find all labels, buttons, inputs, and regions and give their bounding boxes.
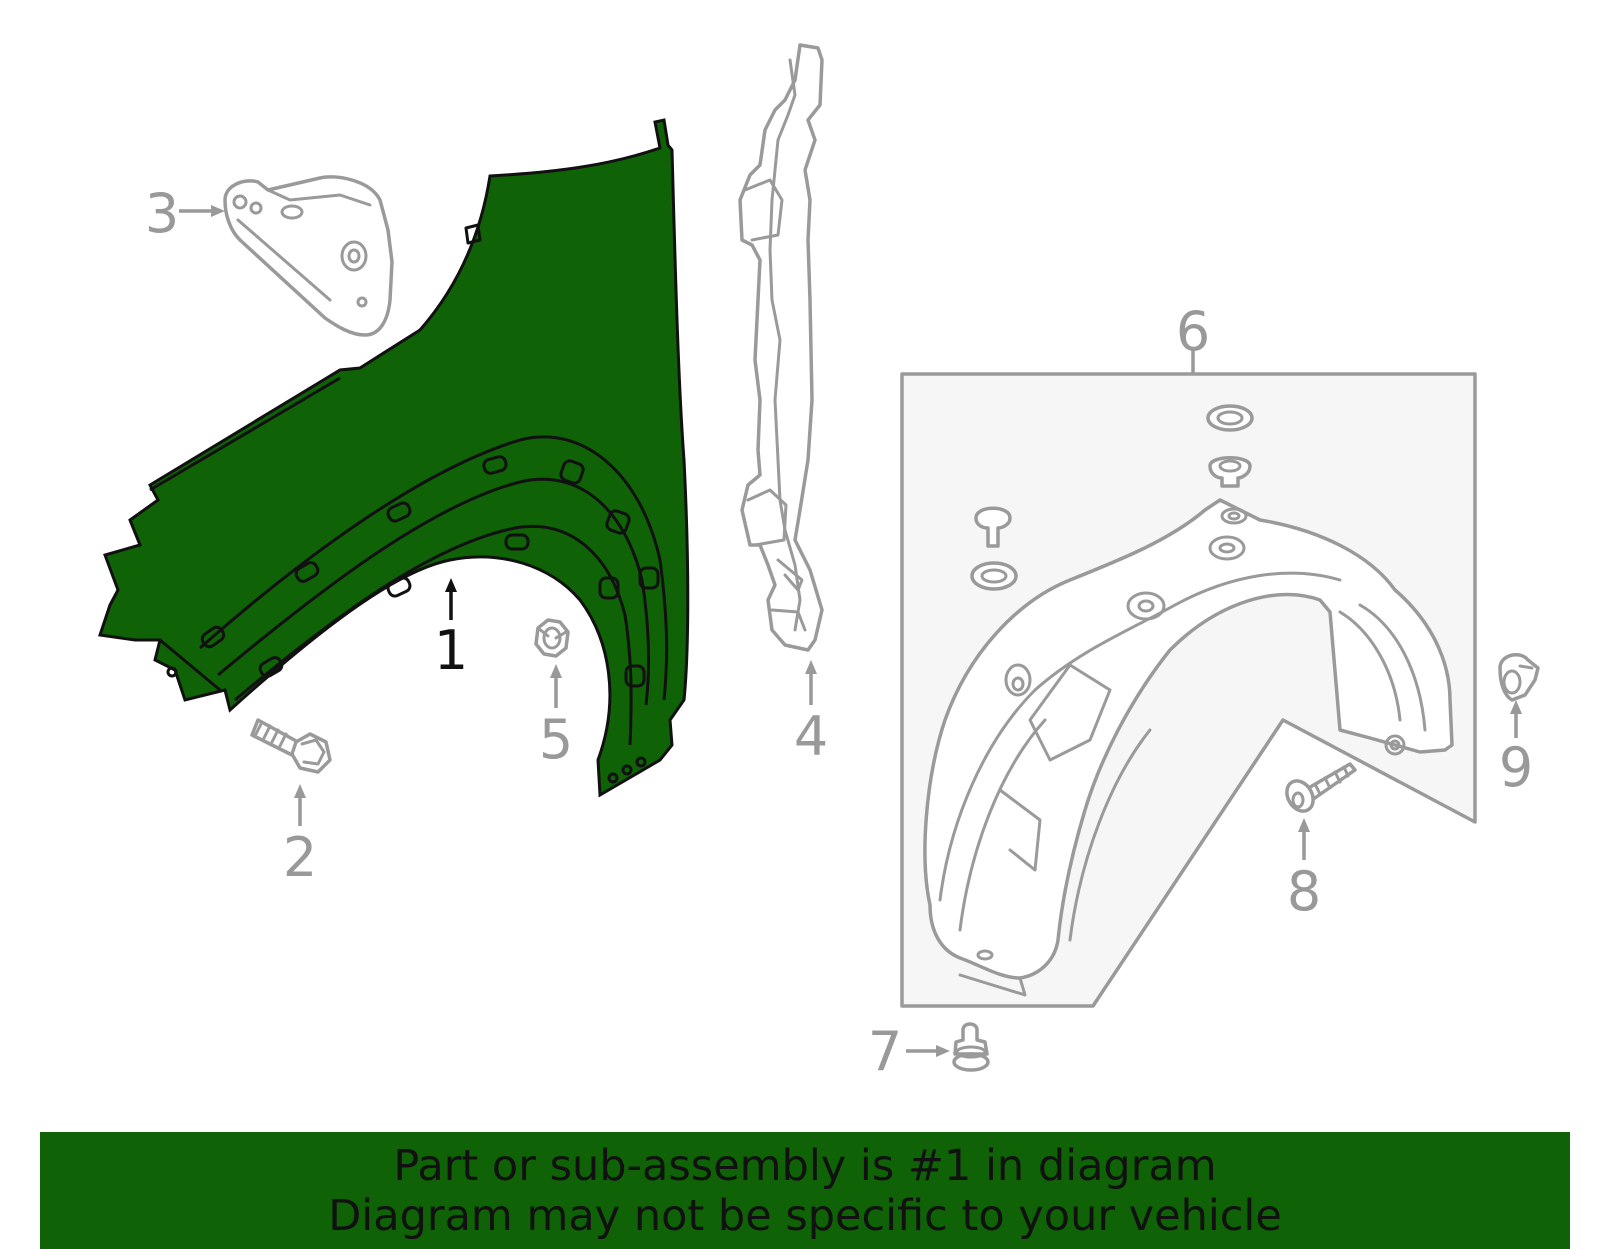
fender-part-1[interactable] — [98, 118, 690, 798]
seal-strip-shape — [738, 43, 824, 652]
banner-line-1: Part or sub-assembly is #1 in diagram — [393, 1140, 1217, 1191]
callout-8[interactable]: 8 — [1287, 860, 1321, 923]
fender-clip-holes — [166, 455, 660, 784]
leader-lines — [179, 205, 1522, 1057]
nut-shape — [534, 618, 570, 658]
bracket-crease — [236, 188, 372, 302]
bolt-part-2[interactable] — [250, 718, 332, 774]
fender-liner-part-6[interactable] — [900, 372, 1477, 1008]
seal-strip-part-4[interactable] — [738, 43, 824, 652]
bracket-shape — [223, 175, 394, 337]
grommet-left — [970, 561, 1018, 591]
callout-5[interactable]: 5 — [539, 708, 573, 771]
fender-shape[interactable] — [98, 118, 690, 798]
callout-9[interactable]: 9 — [1499, 736, 1533, 799]
screw-part-8[interactable] — [1282, 762, 1357, 816]
banner-line-2: Diagram may not be specific to your vehi… — [328, 1190, 1282, 1241]
callout-3[interactable]: 3 — [145, 182, 179, 245]
screw-head — [1285, 779, 1315, 813]
clip-left — [974, 506, 1012, 548]
fender-top-crease — [149, 376, 341, 692]
callout-labels: 1 2 3 4 5 6 7 8 9 — [145, 182, 1533, 1083]
grommet-top — [1206, 404, 1254, 432]
bracket-part-3[interactable] — [223, 175, 394, 337]
callout-7[interactable]: 7 — [868, 1020, 902, 1083]
callout-2[interactable]: 2 — [283, 826, 317, 889]
liner-shape — [923, 498, 1454, 980]
callout-4[interactable]: 4 — [794, 705, 828, 768]
clip-part-9[interactable] — [1498, 652, 1540, 702]
callout-1[interactable]: 1 — [434, 619, 468, 682]
seal-strip-inner — [768, 58, 802, 632]
info-banner: Part or sub-assembly is #1 in diagram Di… — [40, 1132, 1570, 1249]
callout-6[interactable]: 6 — [1176, 300, 1210, 363]
fender-arch-lip-outer — [199, 435, 669, 701]
nut-part-5[interactable] — [534, 618, 570, 658]
fender-arch-lip-mid — [217, 477, 651, 706]
push-clip-part-7[interactable] — [952, 1022, 990, 1072]
fender-mount-tab — [464, 223, 482, 245]
fender-arch-lip-inner — [234, 525, 633, 746]
